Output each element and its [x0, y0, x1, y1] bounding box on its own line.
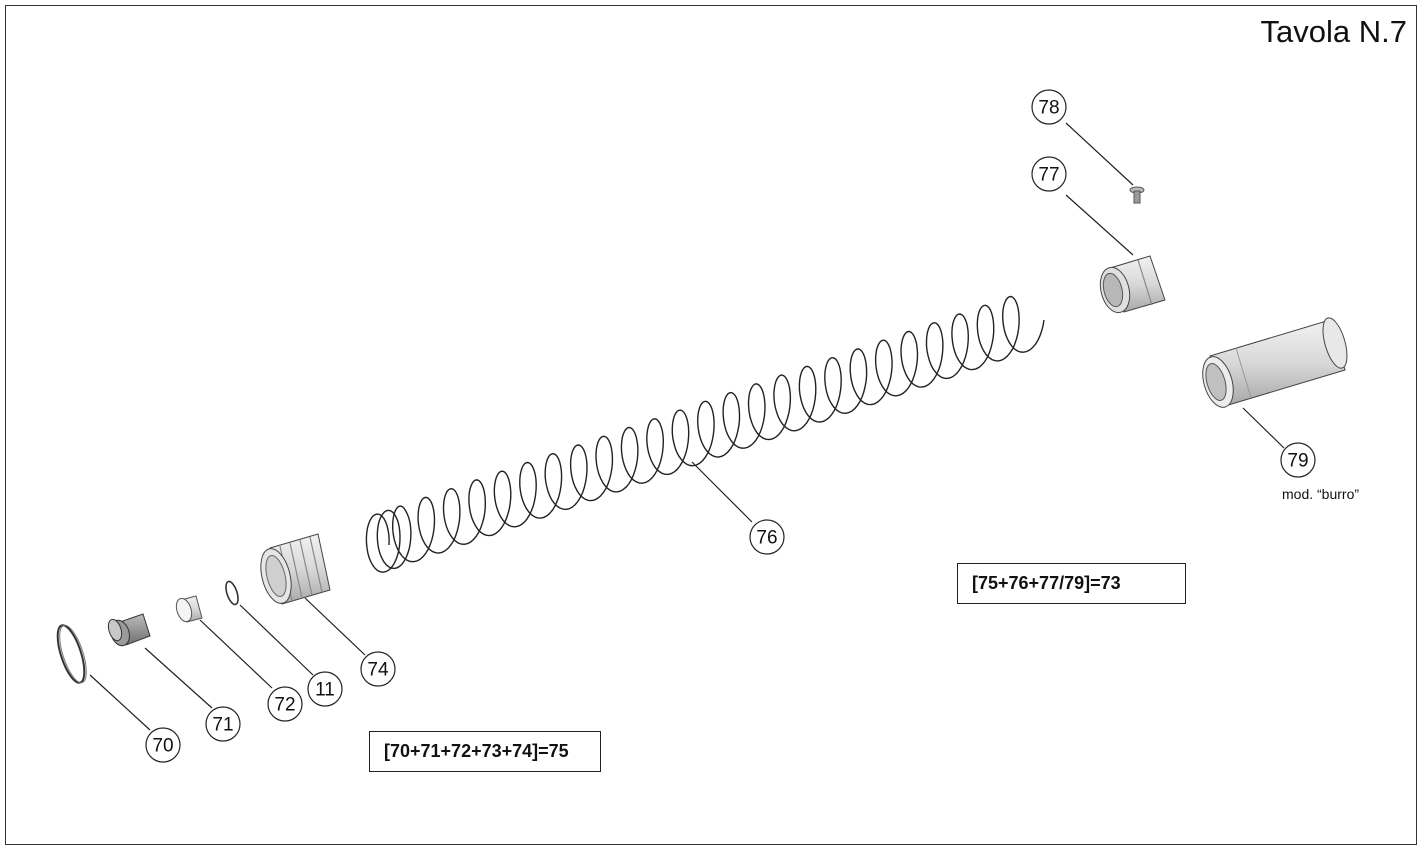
callout-76-label: 76 — [756, 528, 777, 549]
note-79-model: mod. “burro” — [1282, 486, 1360, 502]
callout-72: 72 — [267, 686, 303, 722]
callout-74: 74 — [360, 651, 396, 687]
part-11-ring — [225, 580, 239, 606]
callout-11: 11 — [307, 671, 343, 707]
part-71-bushing — [107, 613, 151, 647]
formula-upper: [75+76+77/79]=73 — [957, 563, 1186, 604]
part-74-grooved-bushing — [260, 533, 331, 605]
part-77-sleeve — [1099, 255, 1166, 314]
callout-77-label: 77 — [1038, 165, 1059, 186]
callout-70: 70 — [145, 727, 181, 763]
formula-lower: [70+71+72+73+74]=75 — [369, 731, 601, 772]
callout-78-label: 78 — [1038, 98, 1059, 119]
part-79-tube — [1202, 317, 1348, 408]
callout-balloons: 70 71 72 11 74 76 77 78 — [145, 89, 1316, 763]
callout-74-label: 74 — [367, 660, 389, 681]
callout-71-label: 71 — [212, 715, 233, 736]
callout-78: 78 — [1031, 89, 1067, 125]
sheet-title: Tavola N.7 — [1260, 14, 1407, 49]
part-78-screw — [1129, 186, 1145, 204]
callout-72-label: 72 — [274, 695, 295, 716]
callout-79-label: 79 — [1287, 451, 1308, 472]
part-72-collar — [175, 595, 203, 623]
callout-77: 77 — [1031, 156, 1067, 192]
part-70-ring — [56, 624, 87, 684]
part-76-spring — [365, 295, 1045, 573]
callout-79: 79 — [1280, 442, 1316, 478]
callout-11-label: 11 — [315, 680, 335, 701]
callout-70-label: 70 — [152, 736, 173, 757]
callout-76: 76 — [749, 519, 785, 555]
callout-71: 71 — [205, 706, 241, 742]
leader-lines — [89, 122, 1285, 731]
